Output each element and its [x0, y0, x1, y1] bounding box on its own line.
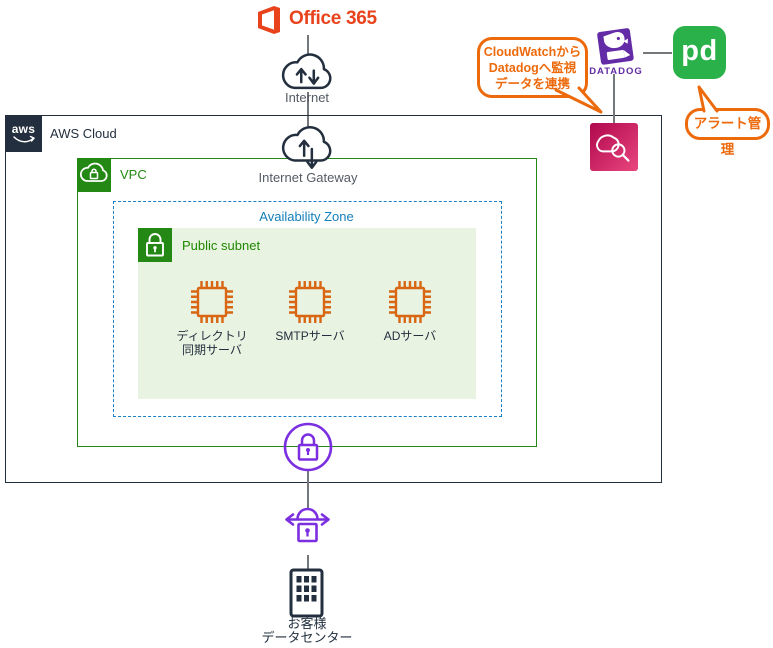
- availability-zone-container: [113, 201, 502, 417]
- office365-icon: [258, 6, 280, 34]
- aws-logo-text: aws: [11, 121, 36, 136]
- availability-zone-label: Availability Zone: [259, 209, 354, 224]
- aws-smile-icon: [12, 135, 35, 142]
- internet-label: Internet: [284, 90, 330, 105]
- server-label: SMTPサーバ: [275, 329, 345, 343]
- connector-datadog-cloudwatch: [613, 74, 615, 123]
- pagerduty-icon: pd: [673, 26, 726, 79]
- datacenter-label: お客様 データセンター: [261, 616, 353, 645]
- ec2-instance-icon: [389, 281, 431, 323]
- aws-cloud-container: [5, 115, 662, 483]
- vpn-gateway-icon: [283, 422, 333, 472]
- ec2-ad-server: ADサーバ: [360, 278, 460, 343]
- internet-cloud-icon: [281, 53, 332, 90]
- server-label: ディレクトリ 同期サーバ: [176, 329, 248, 357]
- ec2-smtp-server: SMTPサーバ: [260, 278, 360, 343]
- alert-callout-bubble: アラート管理: [685, 108, 770, 157]
- connector-datadog-pagerduty: [643, 52, 672, 54]
- vpc-label: VPC: [120, 167, 147, 182]
- ec2-directory-sync-server: ディレクトリ 同期サーバ: [162, 278, 262, 357]
- ec2-instance-icon: [191, 281, 233, 323]
- ec2-instance-icon: [289, 281, 331, 323]
- internet-gateway-icon: [281, 125, 332, 169]
- server-label: ADサーバ: [383, 329, 437, 343]
- datacenter-building-icon: [289, 568, 324, 618]
- datadog-label: DATADOG: [589, 66, 643, 77]
- cloudwatch-callout-bubble: CloudWatchから Datadogへ監視 データを連携: [477, 37, 588, 98]
- datadog-icon: [597, 28, 634, 65]
- pagerduty-label: pd: [681, 34, 718, 67]
- connector-vpngw-customergw: [307, 470, 309, 508]
- customer-gateway-icon: [285, 507, 330, 543]
- aws-cloud-icon: aws: [5, 115, 42, 152]
- internet-gateway-label: Internet Gateway: [258, 170, 358, 185]
- connector-customergw-datacenter: [307, 555, 309, 571]
- public-subnet-lock-icon: [138, 228, 172, 262]
- office365-label: Office 365: [289, 8, 377, 29]
- vpc-icon: [77, 158, 111, 192]
- aws-cloud-label: AWS Cloud: [50, 126, 117, 141]
- public-subnet-label: Public subnet: [182, 238, 261, 253]
- connector-office365-internet: [307, 35, 309, 55]
- cloudwatch-icon: [590, 123, 638, 171]
